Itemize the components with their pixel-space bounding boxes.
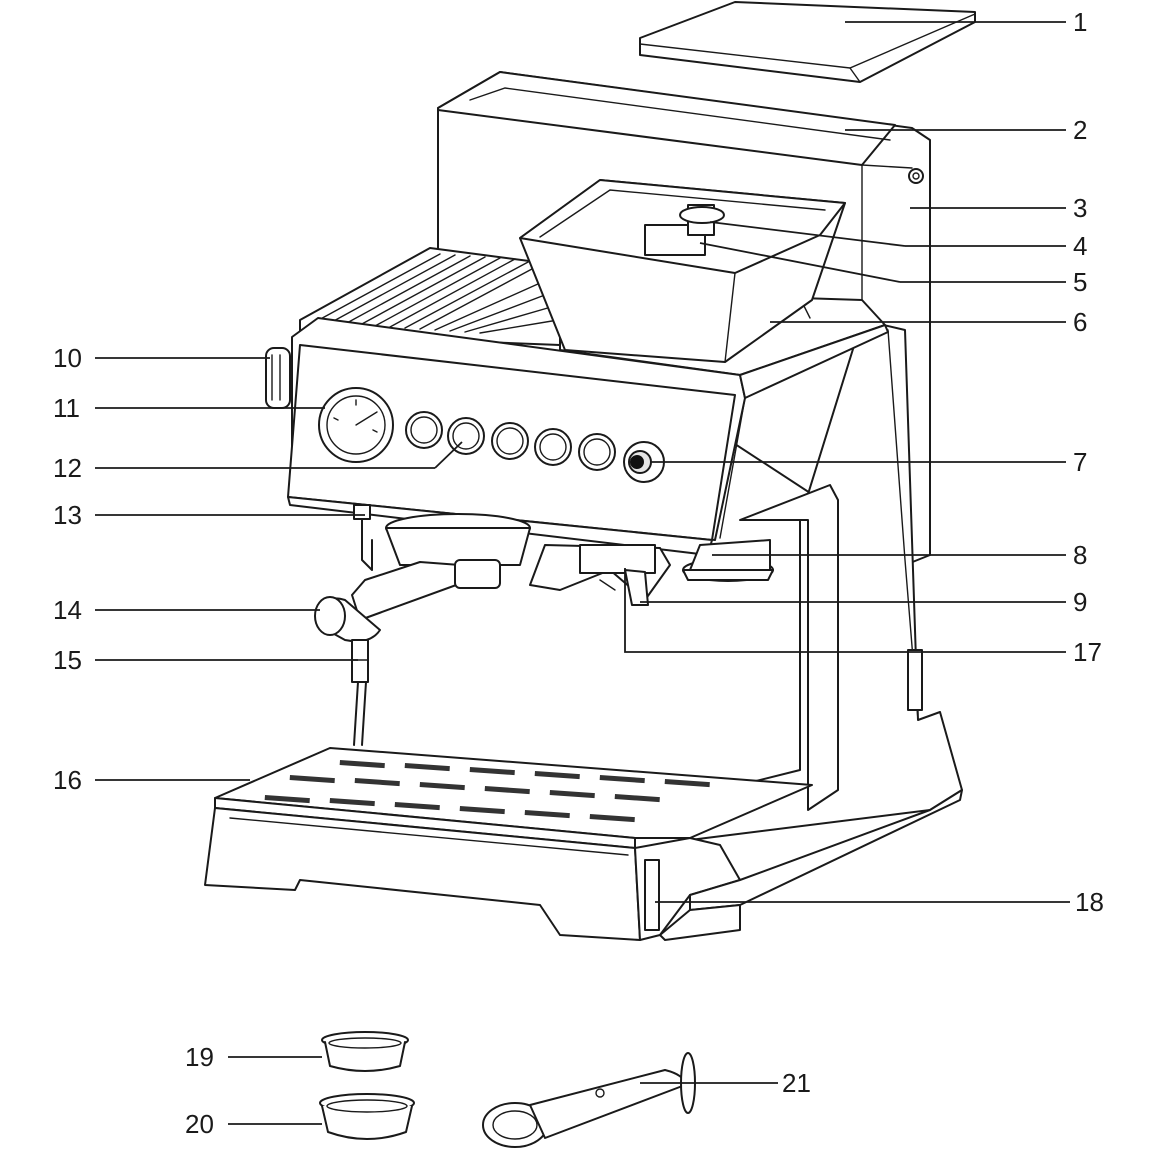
- callout-number-14: 14: [53, 595, 82, 625]
- callout-number-15: 15: [53, 645, 82, 675]
- callout-numbers: 1 2 3 4 5 6 7 8 9 10 11 12 13 14 15 16 1…: [53, 7, 1104, 1139]
- callout-number-4: 4: [1073, 231, 1087, 261]
- callout-number-12: 12: [53, 453, 82, 483]
- leader-line-12b: [434, 441, 463, 469]
- single-filter-basket: [321, 1031, 409, 1072]
- leader-line-5: [699, 242, 901, 283]
- leader-line-4: [709, 221, 906, 247]
- callout-number-19: 19: [185, 1042, 214, 1072]
- callout-number-10: 10: [53, 343, 82, 373]
- side-dial: [265, 347, 291, 409]
- button-1: [405, 411, 443, 449]
- drip-tray-slots: [264, 760, 710, 823]
- side-frame: [689, 319, 963, 841]
- espresso-machine-illustration: [204, 1, 976, 941]
- water-tank-lid: [639, 1, 976, 83]
- pressure-gauge: [318, 387, 394, 463]
- callout-number-20: 20: [185, 1109, 214, 1139]
- callout-number-6: 6: [1073, 307, 1087, 337]
- grille-lines: [314, 253, 559, 334]
- tamper: [482, 1052, 696, 1148]
- double-filter-basket: [319, 1093, 415, 1140]
- callout-number-16: 16: [53, 765, 82, 795]
- button-2: [447, 417, 485, 455]
- callout-number-5: 5: [1073, 267, 1087, 297]
- control-buttons: [405, 411, 616, 471]
- leader-lines: [95, 21, 1070, 1125]
- callout-number-2: 2: [1073, 115, 1087, 145]
- callout-number-13: 13: [53, 500, 82, 530]
- steam-valve: [353, 504, 373, 571]
- bean-hopper: [519, 179, 846, 363]
- callout-number-3: 3: [1073, 193, 1087, 223]
- steam-wand: [314, 559, 501, 746]
- group-head: [385, 513, 531, 566]
- accessories: [319, 1031, 696, 1148]
- leader-line-17: [624, 568, 1066, 653]
- callout-number-8: 8: [1073, 540, 1087, 570]
- callout-number-17: 17: [1073, 637, 1102, 667]
- drip-tray: [204, 747, 813, 941]
- button-4: [534, 428, 572, 466]
- machine-base: [634, 789, 963, 941]
- callout-number-18: 18: [1075, 887, 1104, 917]
- callout-number-7: 7: [1073, 447, 1087, 477]
- grinder-outlet: [529, 539, 774, 606]
- button-3: [491, 422, 529, 460]
- callout-number-11: 11: [53, 393, 80, 423]
- button-5: [578, 433, 616, 471]
- selector-knob: [623, 441, 665, 483]
- callout-number-9: 9: [1073, 587, 1087, 617]
- callout-number-1: 1: [1073, 7, 1087, 37]
- hopper-lock-knob: [644, 204, 725, 256]
- callout-number-21: 21: [782, 1068, 811, 1098]
